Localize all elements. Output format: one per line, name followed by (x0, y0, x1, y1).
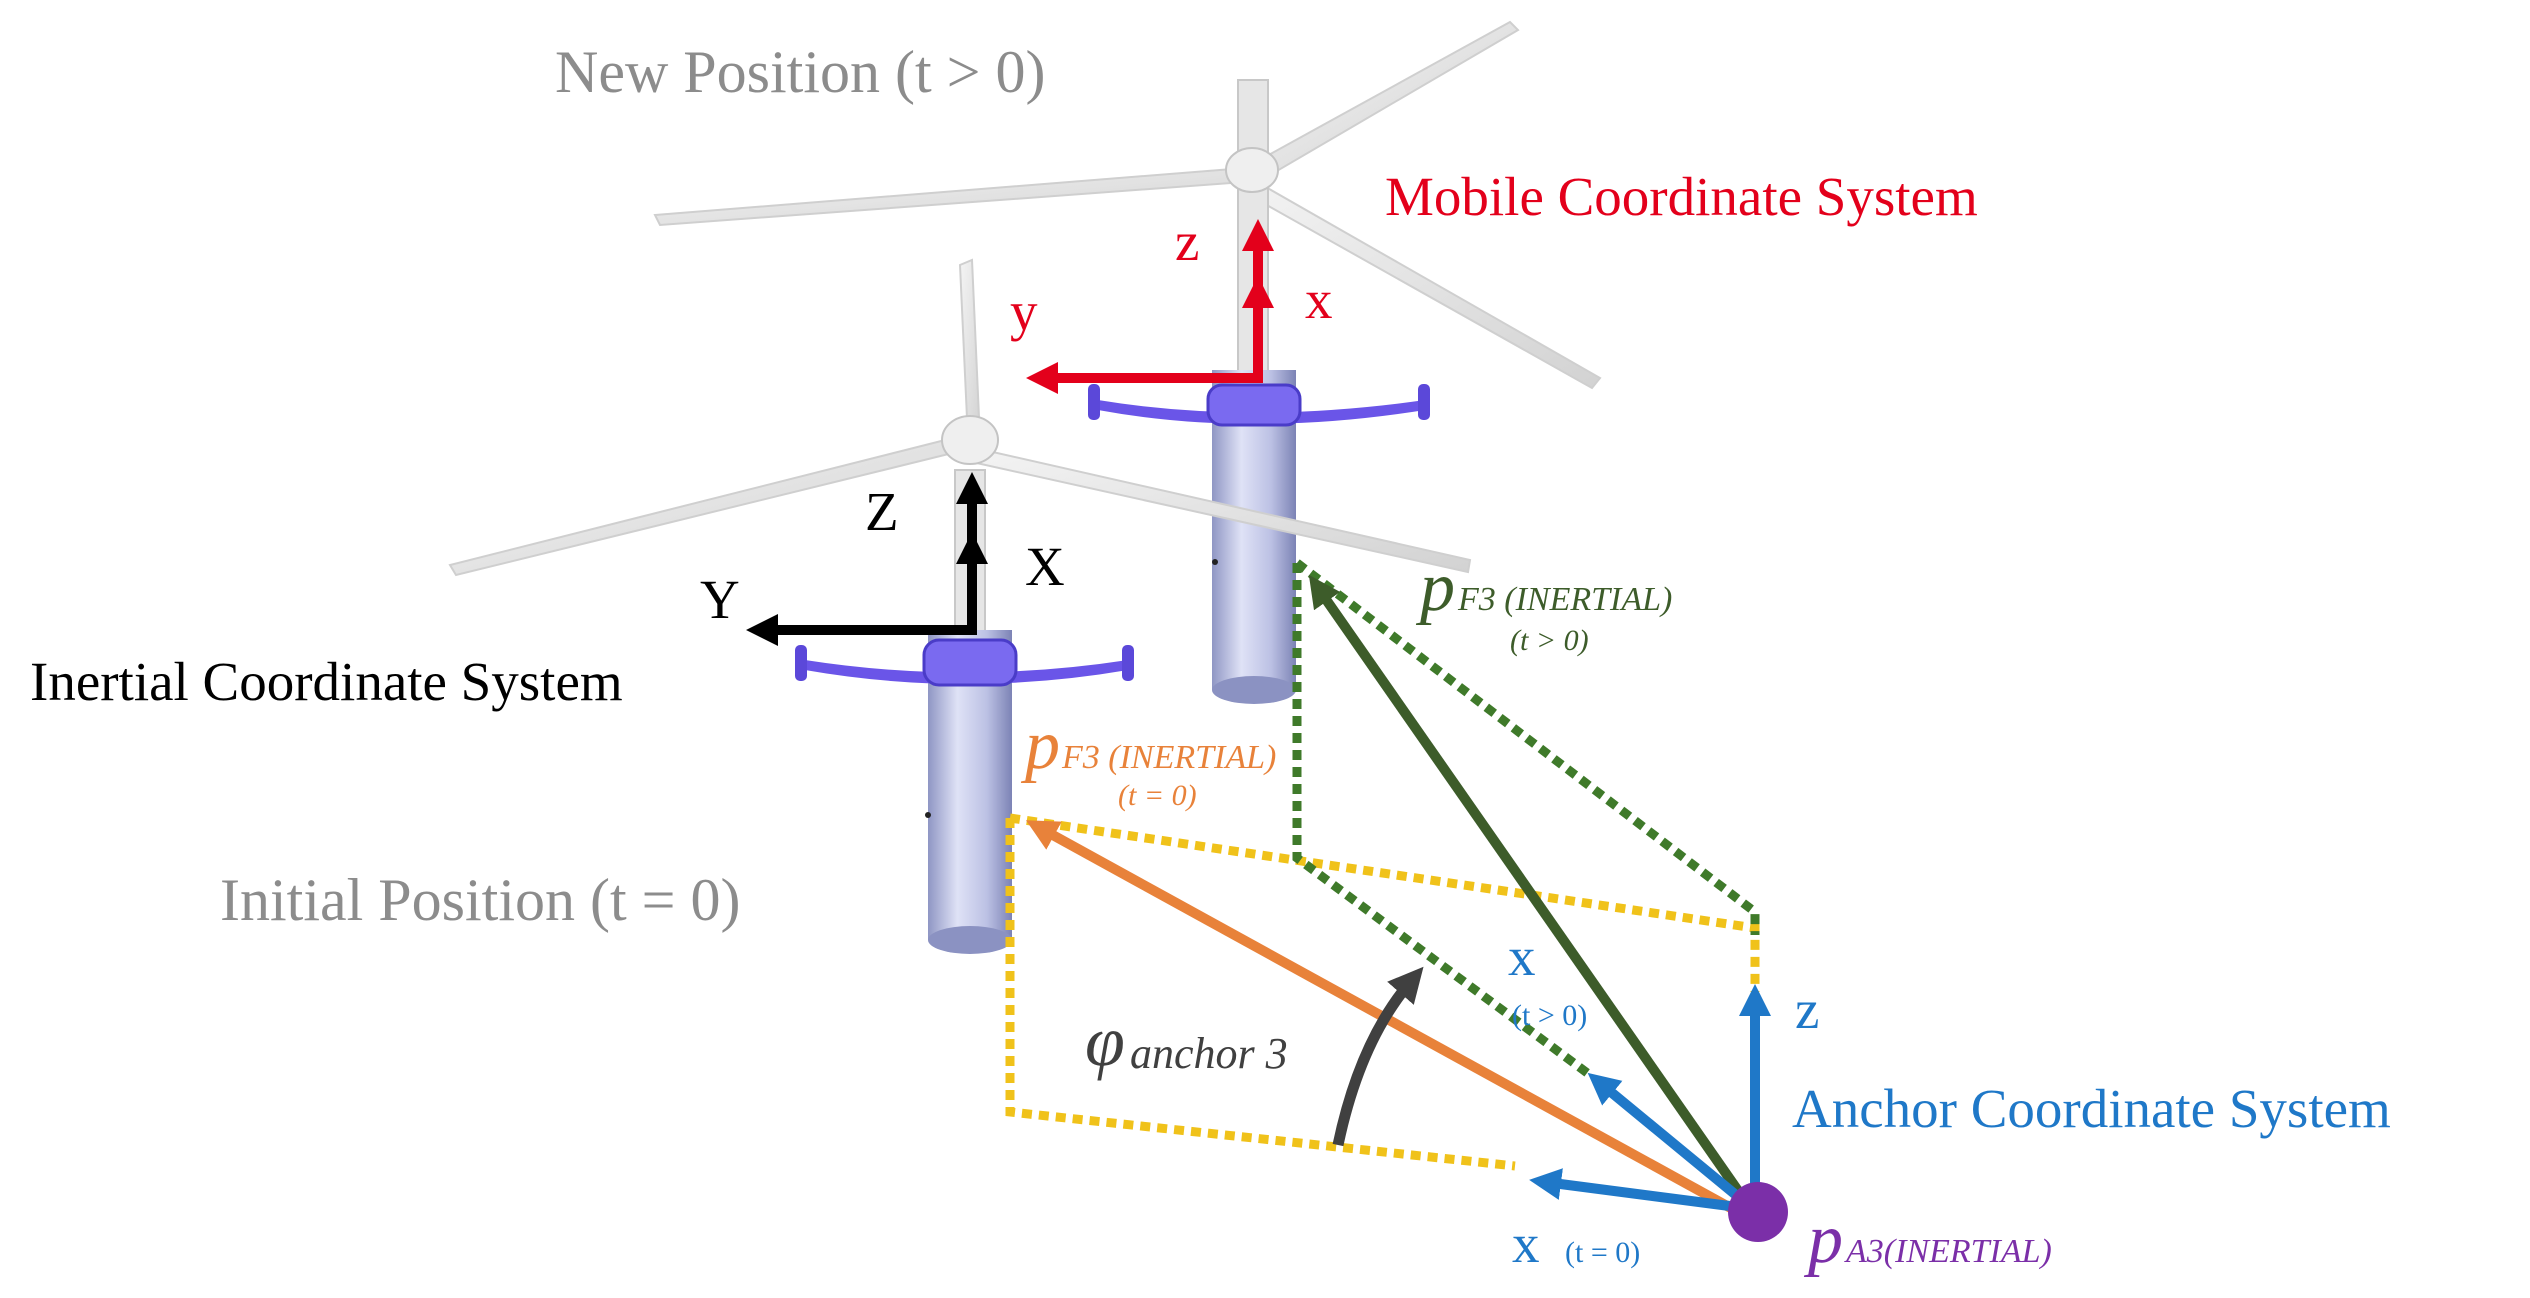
inertial-axis-y-label: Y (700, 569, 740, 630)
yellow-projection-box (1005, 818, 1516, 1171)
pa3-symbol: p (1803, 1201, 1843, 1278)
pf3-t0-symbol: p (1020, 707, 1060, 784)
new-turbine-float-left (1088, 384, 1100, 420)
new-turbine-platform (1098, 400, 1425, 424)
yellow-projection-top (1009, 813, 1760, 992)
pf3-t1-vector (1308, 574, 1753, 1208)
initial-turbine-nacelle (941, 415, 999, 465)
projection-lines-yellow (1005, 813, 1760, 1171)
anchor-axis-x-t1 (1587, 1072, 1746, 1204)
anchor-axis-x-t0 (1529, 1168, 1746, 1213)
initial-turbine-tower-base (928, 926, 1012, 954)
initial-turbine-blade-up (958, 258, 982, 441)
angle-subscript: anchor 3 (1130, 1029, 1288, 1078)
anchor-axis-z-label: z (1795, 979, 1819, 1040)
new-turbine-float-right (1418, 384, 1430, 420)
new-turbine-blade-left (653, 166, 1246, 227)
new-position-title: New Position (t > 0) (555, 39, 1046, 105)
mobile-axis-y-label: y (1010, 281, 1038, 342)
angle-arc (1332, 966, 1424, 1147)
pf3-t0-subscript: F3 (INERTIAL) (1061, 739, 1276, 776)
mobile-axis-x-label: x (1305, 269, 1333, 330)
new-turbine-tower-base (1212, 676, 1296, 704)
green-projection-vertical (1292, 563, 1593, 1079)
new-turbine-nacelle (1225, 147, 1279, 193)
initial-position-turbine (448, 258, 1472, 954)
inertial-axis-x-label: X (1025, 536, 1065, 597)
pf3-t0-time: (t = 0) (1118, 779, 1197, 812)
initial-turbine-collar (922, 638, 1018, 687)
new-turbine-fairlead (1212, 559, 1218, 565)
anchor-axis-x-t1-sub: (t > 0) (1512, 999, 1587, 1032)
initial-position-title: Initial Position (t = 0) (220, 867, 741, 933)
anchor-axis-x-t1-label: x (1508, 926, 1536, 987)
initial-turbine-float-left (795, 645, 807, 681)
pa3-subscript: A3(INERTIAL) (1844, 1233, 2052, 1270)
projection-lines-green (1292, 559, 1760, 1079)
new-turbine-collar (1206, 383, 1302, 427)
mobile-cs-label: Mobile Coordinate System (1385, 166, 1978, 227)
green-projection-diagonal (1294, 559, 1760, 935)
inertial-axis-z-label: Z (865, 481, 899, 542)
new-position-turbine (653, 20, 1602, 704)
anchor-cs-label: Anchor Coordinate System (1792, 1078, 2391, 1139)
initial-turbine-fairlead (925, 812, 931, 818)
pf3-t1-time: (t > 0) (1510, 624, 1589, 657)
new-turbine-blade-right (1243, 20, 1520, 184)
anchor-point (1728, 1182, 1788, 1242)
mobile-axis-z-label: z (1175, 211, 1199, 272)
anchor-axis-x-t0-label: x (1512, 1213, 1540, 1274)
pf3-t1-symbol: p (1415, 549, 1455, 626)
pf3-t1-subscript: F3 (INERTIAL) (1457, 581, 1672, 618)
initial-turbine-platform (805, 660, 1128, 684)
angle-symbol: φ (1085, 1001, 1125, 1081)
initial-turbine-float-right (1122, 645, 1134, 681)
anchor-axis-x-t0-sub: (t = 0) (1565, 1236, 1640, 1269)
inertial-cs-label: Inertial Coordinate System (30, 651, 623, 712)
